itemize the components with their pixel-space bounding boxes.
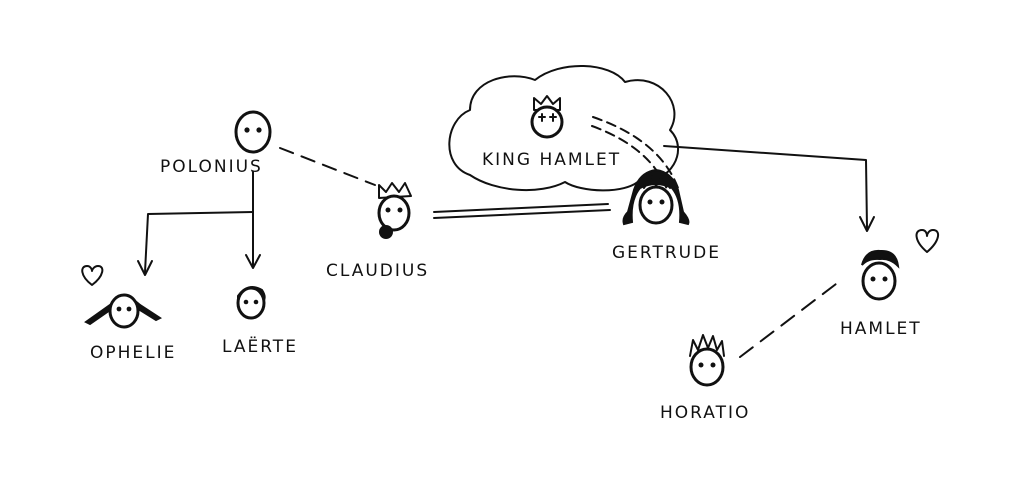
- hamlet-label: HAMLET: [840, 319, 922, 339]
- character-polonius: POLONIUS: [160, 110, 272, 177]
- king-hamlet-son-connector: [663, 145, 875, 232]
- claudius-gertrude-marriage-link: [433, 203, 611, 219]
- character-laerte: LAËRTE: [222, 286, 298, 357]
- horatio-label: HORATIO: [660, 403, 750, 423]
- character-king-hamlet: KING HAMLET: [482, 95, 621, 170]
- character-ophelie: OPHELIE: [81, 265, 176, 363]
- king-hamlet-label: KING HAMLET: [482, 150, 621, 170]
- thought-cloud: [448, 64, 680, 192]
- polonius-label: POLONIUS: [160, 157, 263, 177]
- hair: [861, 249, 900, 269]
- crown-icon: [533, 95, 561, 111]
- ophelie-label: OPHELIE: [90, 343, 176, 363]
- character-gertrude: GERTRUDE: [612, 168, 721, 263]
- heart-icon: [915, 229, 940, 253]
- claudius-label: CLAUDIUS: [326, 261, 429, 281]
- hair: [622, 168, 690, 226]
- character-horatio: HORATIO: [660, 334, 750, 423]
- laerte-label: LAËRTE: [222, 336, 298, 357]
- heart-icon: [81, 265, 104, 286]
- character-hamlet: HAMLET: [840, 229, 940, 339]
- crown-icon: [378, 182, 412, 199]
- gertrude-label: GERTRUDE: [612, 243, 721, 263]
- polonius-claudius-dashed-link: [279, 147, 376, 186]
- beard: [379, 225, 393, 239]
- polonius-children-connector: [137, 171, 261, 276]
- horatio-hamlet-dashed-link: [739, 283, 837, 358]
- character-claudius: CLAUDIUS: [326, 182, 429, 281]
